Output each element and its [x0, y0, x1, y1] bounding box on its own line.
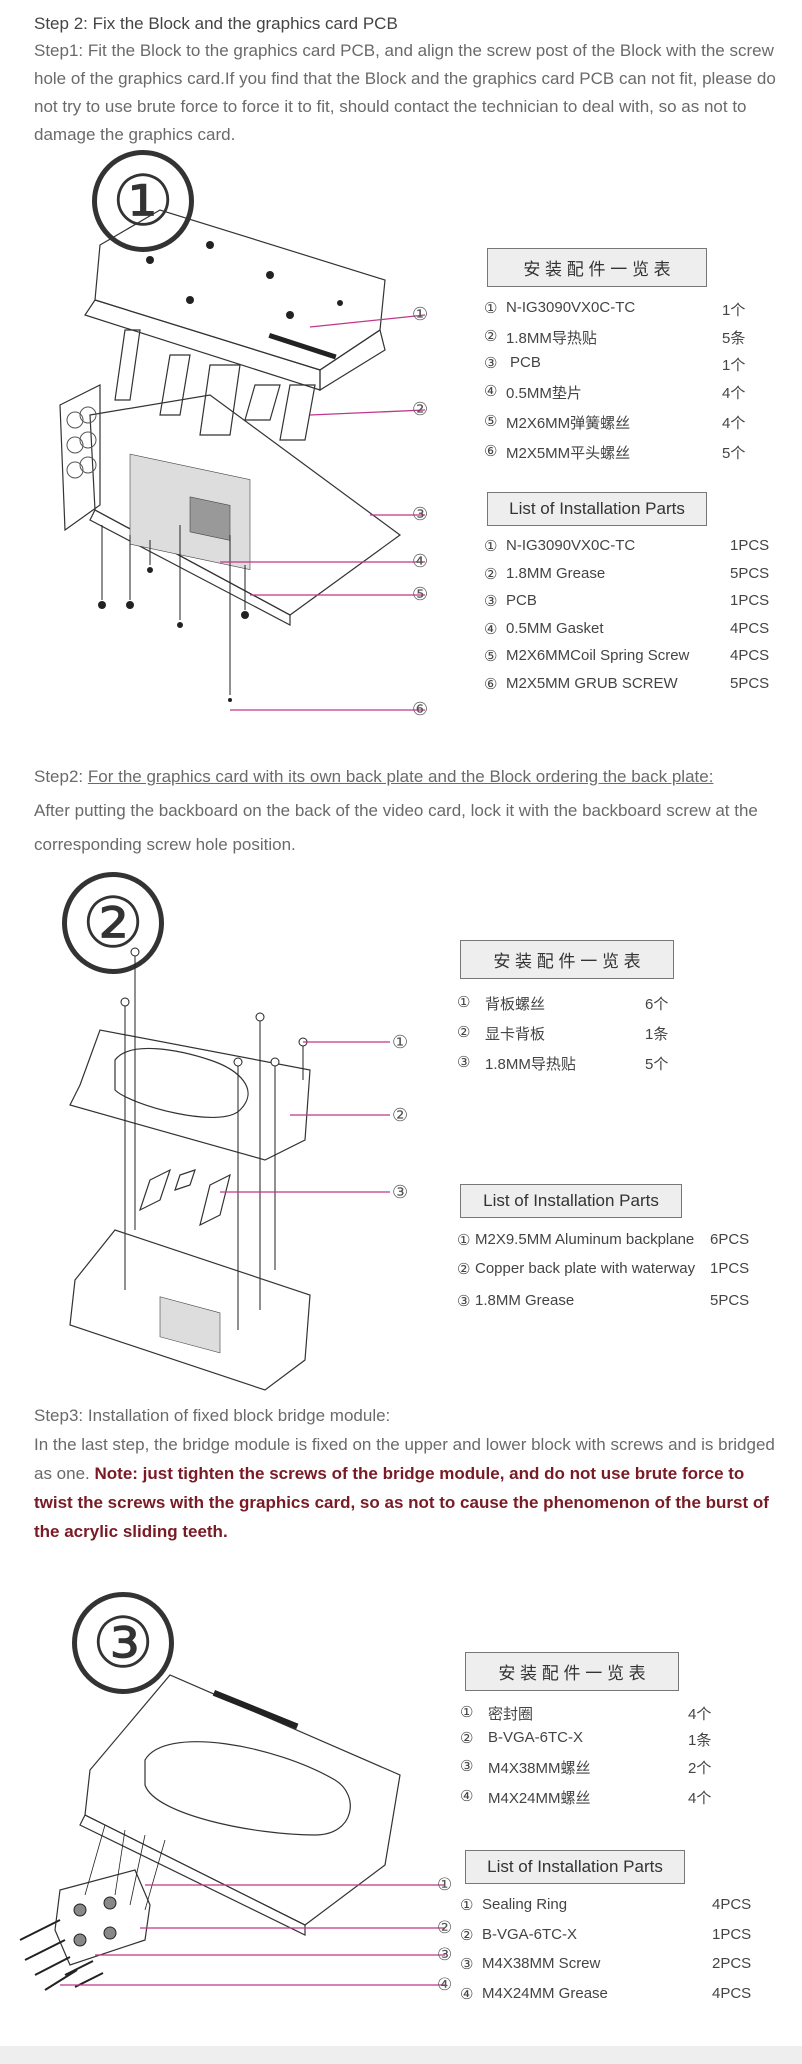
callout-1-4: ④: [412, 551, 429, 571]
s2-en-table-title: List of Installation Parts: [460, 1184, 682, 1218]
bridge-module-diagram: [19, 1674, 445, 1991]
section2-text: Step2: For the graphics card with its ow…: [34, 767, 758, 854]
callout-3-1: ①: [437, 1875, 453, 1894]
callout-2-3: ③: [392, 1182, 409, 1202]
step-number-3: ③: [72, 1592, 174, 1694]
callout-1-5: ⑤: [412, 584, 429, 604]
callout-1-2: ②: [412, 399, 429, 419]
section1-heading: Step 2: Fix the Block and the graphics c…: [34, 14, 398, 33]
s1-cn-table-title: 安 装 配 件 一 览 表: [487, 248, 707, 287]
s2-cn-table-title: 安 装 配 件 一 览 表: [460, 940, 674, 979]
section3-text: Step3: Installation of fixed block bridg…: [34, 1406, 775, 1541]
callout-1-1: ①: [412, 304, 429, 324]
gpu-block-exploded-diagram: [59, 209, 426, 711]
section1-paragraph: Step1: Fit the Block to the graphics car…: [34, 41, 776, 144]
callout-2-1: ①: [392, 1032, 409, 1052]
s3-en-table-title: List of Installation Parts: [465, 1850, 685, 1884]
step-number-2: ②: [62, 872, 164, 974]
callout-1-6: ⑥: [412, 699, 429, 719]
s1-en-table-title: List of Installation Parts: [487, 492, 707, 526]
callout-1-3: ③: [412, 504, 429, 524]
step-number-1: ①: [92, 150, 194, 252]
callout-2-2: ②: [392, 1105, 409, 1125]
footer-bar: [0, 2046, 802, 2064]
callout-3-4: ④: [437, 1975, 453, 1994]
backplate-exploded-diagram: [69, 947, 390, 1391]
s3-cn-table-title: 安 装 配 件 一 览 表: [465, 1652, 679, 1691]
callout-3-2: ②: [437, 1918, 453, 1937]
callout-3-3: ③: [437, 1945, 453, 1964]
